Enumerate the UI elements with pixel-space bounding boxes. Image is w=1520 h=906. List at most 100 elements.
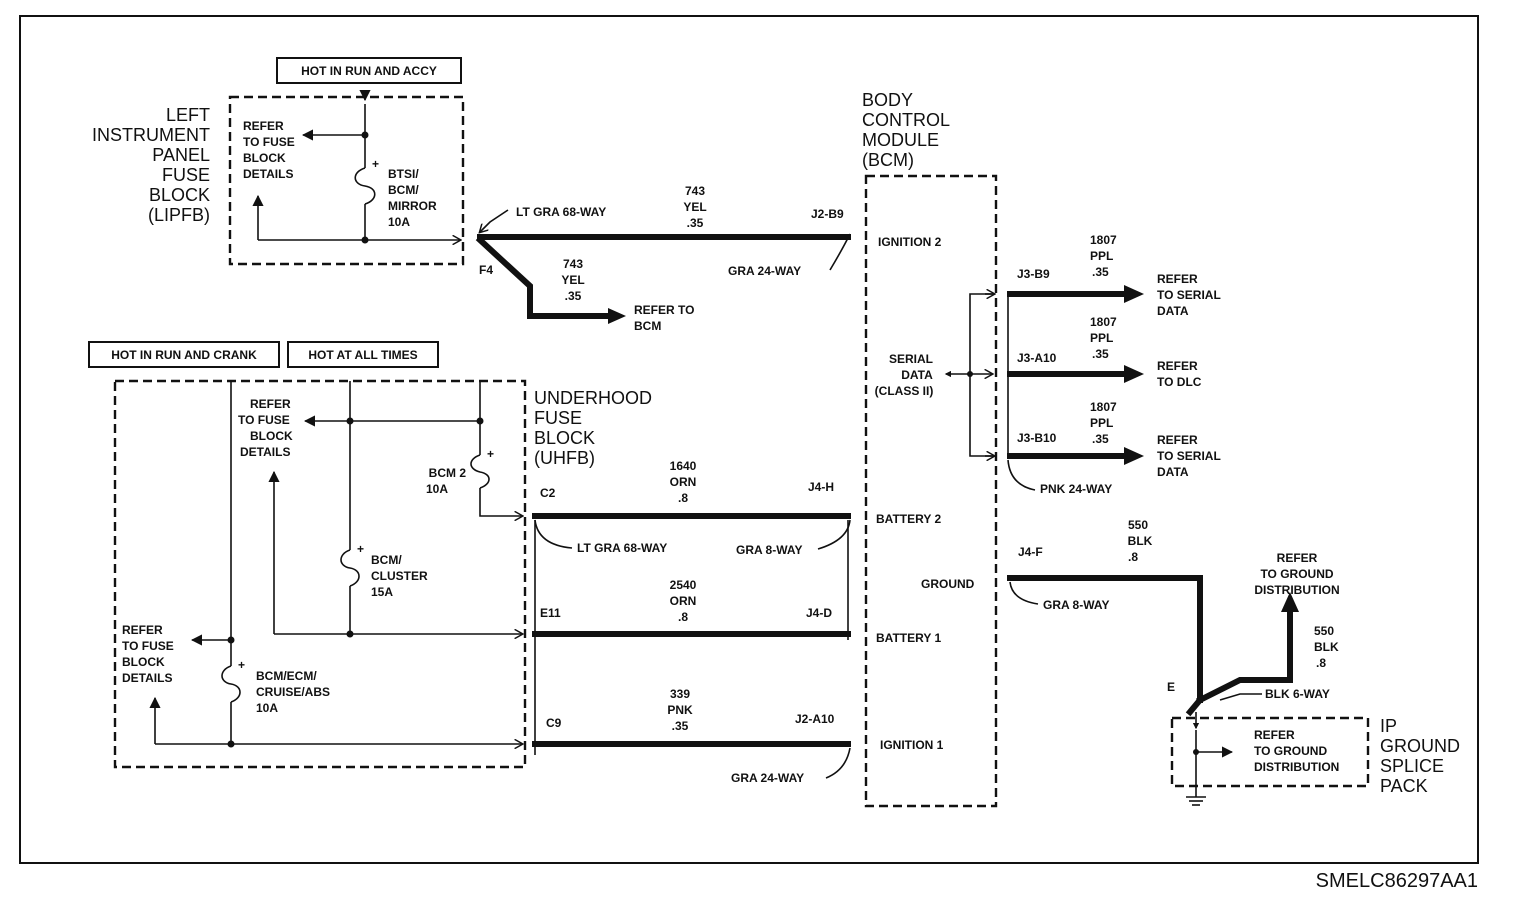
splice-title-line: SPLICE: [1380, 756, 1444, 776]
splice-title: IP GROUND SPLICE PACK: [1380, 716, 1460, 796]
arrow-ground-distribution: [1281, 592, 1299, 612]
fuse-label-line: 15A: [371, 585, 393, 599]
uhfb-title-line: (UHFB): [534, 448, 595, 468]
pin-j4-d: J4-D: [806, 606, 832, 620]
wire-743-main-label: 743 YEL .35: [683, 184, 706, 230]
refer-line: TO SERIAL: [1157, 288, 1221, 302]
uhfb-title-line: UNDERHOOD: [534, 388, 652, 408]
terminal-c9: C9: [546, 716, 562, 730]
serial-data-wires: J3-B9 J3-A10 J3-B10 1807 PPL .35 1807 PP…: [1007, 233, 1221, 496]
lipfb-title-line: PANEL: [152, 145, 210, 165]
wire-550b-label: 550 BLK .8: [1314, 624, 1339, 670]
refer-line: REFER: [1277, 551, 1318, 565]
wire-label-line: .35: [1092, 347, 1109, 361]
terminal-e: E: [1167, 680, 1175, 694]
pin-j2-b9: J2-B9: [811, 207, 844, 221]
wire-label-line: .8: [678, 610, 688, 624]
power-label-run-accy-text: HOT IN RUN AND ACCY: [301, 64, 437, 78]
splice-title-line: GROUND: [1380, 736, 1460, 756]
refer-line: REFER TO: [634, 303, 694, 317]
fuse-label-line: BCM/ECM/: [256, 669, 317, 683]
pin-label-ignition1: IGNITION 1: [880, 738, 944, 752]
svg-text:+: +: [372, 157, 379, 171]
wire-label-line: PPL: [1090, 249, 1113, 263]
wire-743-branch: 743 YEL .35 REFER TO BCM: [475, 235, 694, 333]
wire-label-line: 1807: [1090, 233, 1117, 247]
wire-label-line: .8: [678, 491, 688, 505]
arrow-serial-1: [1124, 285, 1144, 303]
arrow-dlc: [1124, 365, 1144, 383]
svg-text:+: +: [238, 658, 245, 672]
wire-label-line: YEL: [561, 273, 584, 287]
wire-339-label: 339 PNK .35: [667, 687, 693, 733]
lipfb-refer-line: DETAILS: [243, 167, 293, 181]
pin-j2-a10: J2-A10: [795, 712, 835, 726]
pin-j4-f: J4-F: [1018, 545, 1043, 559]
refer-serial-1: REFER TO SERIAL DATA: [1157, 272, 1221, 318]
connector-gra24-top: GRA 24-WAY: [728, 264, 801, 278]
pin-label-line: (CLASS II): [875, 384, 934, 398]
bcm-title-line: MODULE: [862, 130, 939, 150]
wire-label-line: 1807: [1090, 400, 1117, 414]
refer-line: DETAILS: [240, 445, 290, 459]
wire-743-main: LT GRA 68-WAY F4 743 YEL .35 J2-B9 GRA 2…: [477, 184, 851, 278]
uhfb-refer-left: REFER TO FUSE BLOCK DETAILS: [122, 623, 174, 685]
refer-ground-dist: REFER TO GROUND DISTRIBUTION: [1254, 551, 1339, 597]
lipfb-fuse-label: BTSI/ BCM/ MIRROR 10A: [388, 167, 437, 229]
pin-j3-a10: J3-A10: [1017, 351, 1057, 365]
serial-wire-2-label: 1807 PPL .35: [1090, 315, 1117, 361]
refer-line: TO FUSE: [122, 639, 174, 653]
refer-line: BCM: [634, 319, 661, 333]
lipfb-title-line: BLOCK: [149, 185, 210, 205]
refer-serial-3: REFER TO SERIAL DATA: [1157, 433, 1221, 479]
ip-ground-splice-pack: REFER TO GROUND DISTRIBUTION IP GROUND S…: [1170, 712, 1460, 806]
wire-label-line: .35: [1092, 432, 1109, 446]
pin-j3-b9: J3-B9: [1017, 267, 1050, 281]
wire-1640: LT GRA 68-WAY C2 1640 ORN .8 J4-H GRA 8-…: [532, 459, 851, 557]
refer-line: BLOCK: [122, 655, 165, 669]
fuse-cluster-label: BCM/ CLUSTER 15A: [371, 553, 428, 599]
lipfb-block: LEFT INSTRUMENT PANEL FUSE BLOCK (LIPFB)…: [92, 89, 465, 266]
fuse-label-line: 10A: [256, 701, 278, 715]
pin-label-line: DATA: [901, 368, 933, 382]
connector-pnk24: PNK 24-WAY: [1040, 482, 1112, 496]
pin-j3-b10: J3-B10: [1017, 431, 1057, 445]
wire-label-line: 1807: [1090, 315, 1117, 329]
pin-label-line: SERIAL: [889, 352, 933, 366]
lipfb-refer: REFER TO FUSE BLOCK DETAILS: [243, 119, 295, 181]
refer-line: TO GROUND: [1260, 567, 1333, 581]
pin-label-ground: GROUND: [921, 577, 975, 591]
terminal-e11: E11: [540, 606, 561, 620]
splice-title-line: IP: [1380, 716, 1397, 736]
uhfb-refer-top: REFER TO FUSE BLOCK DETAILS: [238, 397, 293, 459]
wire-2540-label: 2540 ORN .8: [670, 578, 697, 624]
wire-label-line: .35: [672, 719, 689, 733]
refer-line: REFER: [1157, 272, 1198, 286]
wire-label-line: PPL: [1090, 331, 1113, 345]
power-label-run-accy: HOT IN RUN AND ACCY: [276, 57, 462, 84]
wire-label-line: .35: [1092, 265, 1109, 279]
svg-text:+: +: [487, 447, 494, 461]
fuse-bcm2-label: BCM 2 10A: [426, 466, 466, 496]
lipfb-fuse-icon: [354, 167, 376, 205]
serial-wire-3-label: 1807 PPL .35: [1090, 400, 1117, 446]
fuse-label-line: 10A: [426, 482, 448, 496]
terminal-c2: C2: [540, 486, 556, 500]
refer-line: TO FUSE: [238, 413, 290, 427]
lipfb-refer-line: BLOCK: [243, 151, 286, 165]
wire-label-line: 550: [1314, 624, 1334, 638]
wire-label-line: BLK: [1128, 534, 1153, 548]
lipfb-fuse-line: 10A: [388, 215, 410, 229]
refer-line: REFER: [122, 623, 163, 637]
ground-symbol-icon: [1186, 796, 1206, 806]
fuse-ecm-label: BCM/ECM/ CRUISE/ABS 10A: [256, 669, 330, 715]
wire-label-line: .35: [565, 289, 582, 303]
wire-743-branch-label: 743 YEL .35: [561, 257, 584, 303]
uhfb-block: UNDERHOOD FUSE BLOCK (UHFB) REFER TO FUS…: [113, 379, 652, 769]
wire-label-line: 743: [563, 257, 583, 271]
bcm-title-line: BODY: [862, 90, 913, 110]
ground-circuit: GRA 8-WAY J4-F 550 BLK .8 REFER TO GROUN…: [1007, 518, 1340, 717]
connector-lt-gra-68: LT GRA 68-WAY: [577, 541, 667, 555]
wire-label-line: PPL: [1090, 416, 1113, 430]
fuse-ecm-icon: [221, 665, 241, 703]
